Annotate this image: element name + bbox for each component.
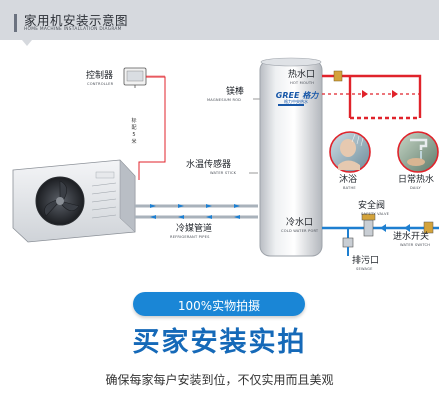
tank-brand: GREE 格力 (275, 91, 319, 100)
cable-length-label: 标配5米 (131, 118, 137, 145)
sewage-label: 排污口 (352, 256, 380, 266)
water-switch-icon (423, 221, 434, 234)
water-switch-label-en: WATER SWITCH (400, 243, 431, 247)
header-notch (22, 40, 32, 46)
controller-cable (138, 76, 166, 180)
daily-label-en: DAILY (410, 186, 421, 190)
water-tank-icon (259, 57, 323, 257)
tagline: 确保每家每户安装到位，不仅实用而且美观 (105, 373, 334, 387)
sewage-valve-icon (342, 237, 354, 256)
water-switch-label: 进水开关 (393, 232, 430, 242)
hot-outlet-label: 热水口 (288, 70, 316, 80)
controller-icon (123, 67, 147, 88)
shower-icon (329, 131, 371, 173)
photo-badge-text: 100%实物拍摄 (177, 299, 261, 313)
controller-label: 控制器 (86, 71, 114, 81)
header-bar: 家用机安装示意图 HOME MACHINE INSTALLATION DIAGR… (0, 0, 439, 46)
sensor-label: 水温传感器 (186, 160, 232, 170)
page-subtitle: HOME MACHINE INSTALLATION DIAGRAM (24, 27, 122, 32)
hot-water-pipe (322, 70, 422, 120)
faucet-icon (397, 131, 439, 173)
header-accent (14, 14, 17, 32)
outdoor-unit-icon (12, 159, 136, 243)
hot-outlet-label-en: HOT MOUTH (290, 81, 315, 85)
magnesium-rod-label: 镁棒 (226, 87, 245, 97)
magnesium-rod-label-en: MAGNESIUM ROD (207, 98, 242, 102)
sensor-label-en: WATER STICK (210, 171, 237, 175)
sewage-label-en: SEWAGE (356, 267, 373, 271)
cold-inlet-label-en: COLD WATER PORT (281, 229, 319, 233)
photo-badge: 100%实物拍摄 (133, 292, 305, 316)
refrigerant-pipes (135, 204, 258, 219)
daily-label: 日常热水 (398, 175, 435, 185)
bath-label-en: BATHE (343, 186, 356, 190)
safety-valve-label-en: SAFETY VALVE (361, 212, 390, 216)
page-title: 家用机安装示意图 (24, 13, 129, 28)
refrigerant-label: 冷媒管道 (176, 224, 213, 234)
tank-brand-sub: 格力中央热水 (284, 99, 308, 104)
controller-label-en: CONTROLLER (87, 82, 114, 86)
valve-icon (361, 213, 376, 237)
headline: 买家安装实拍 (132, 327, 307, 358)
refrigerant-label-en: REFRIGERANT PIPES (170, 235, 210, 239)
bath-label: 沐浴 (339, 175, 358, 185)
diagram-canvas (12, 57, 439, 257)
cold-inlet-label: 冷水口 (286, 218, 314, 228)
safety-valve-label: 安全阀 (358, 201, 386, 211)
